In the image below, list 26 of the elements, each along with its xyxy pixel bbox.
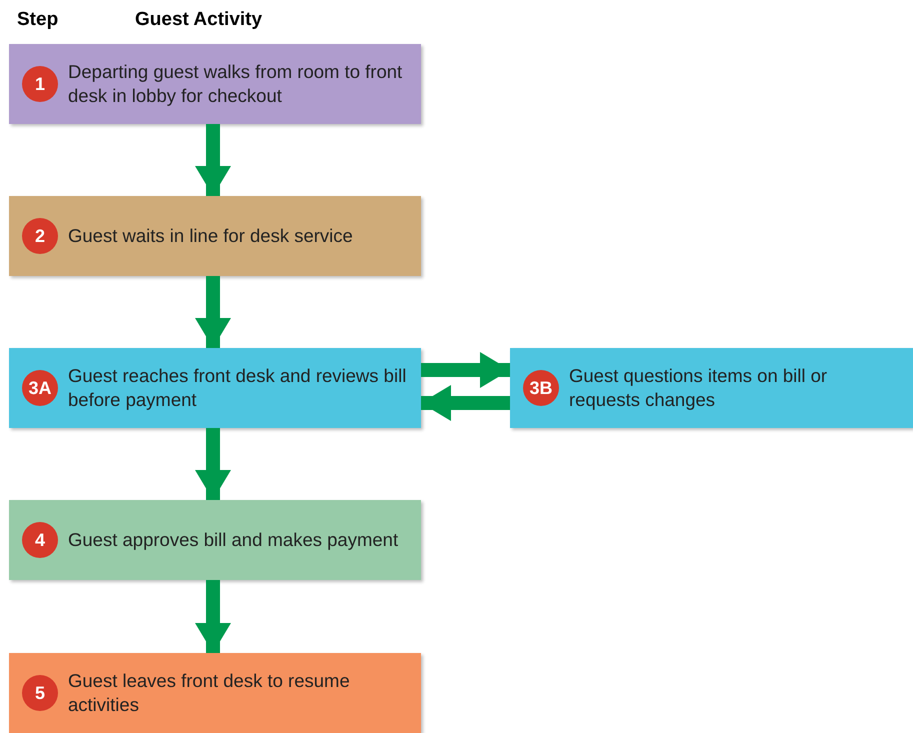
step-number-badge: 3B xyxy=(523,370,559,406)
step-number-badge: 2 xyxy=(22,218,58,254)
arrow xyxy=(195,428,231,500)
step-text: Guest reaches front desk and reviews bill before payment xyxy=(68,364,408,412)
process-box xyxy=(9,653,421,733)
step-text: Guest questions items on bill or requests changes xyxy=(569,364,828,412)
step-number-badge: 1 xyxy=(22,66,58,102)
arrow xyxy=(421,385,510,421)
process-box xyxy=(9,196,421,276)
column-heading: Guest Activity xyxy=(135,8,262,32)
step-number-badge: 4 xyxy=(22,522,58,558)
column-heading: Step xyxy=(17,8,58,32)
process-box xyxy=(9,348,421,428)
step-text: Guest waits in line for desk service xyxy=(68,224,353,248)
step-text: Guest leaves front desk to resume activities xyxy=(68,669,351,717)
process-box xyxy=(9,44,421,124)
arrow xyxy=(195,276,231,348)
arrow xyxy=(195,124,231,196)
step-text: Guest approves bill and makes payment xyxy=(68,528,398,552)
arrow xyxy=(195,580,231,653)
arrow xyxy=(421,352,510,388)
step-number-badge: 5 xyxy=(22,675,58,711)
step-text: Departing guest walks from room to front desk in lobby for checkout xyxy=(68,60,404,108)
process-box xyxy=(510,348,913,428)
step-number-badge: 3A xyxy=(22,370,58,406)
process-box xyxy=(9,500,421,580)
